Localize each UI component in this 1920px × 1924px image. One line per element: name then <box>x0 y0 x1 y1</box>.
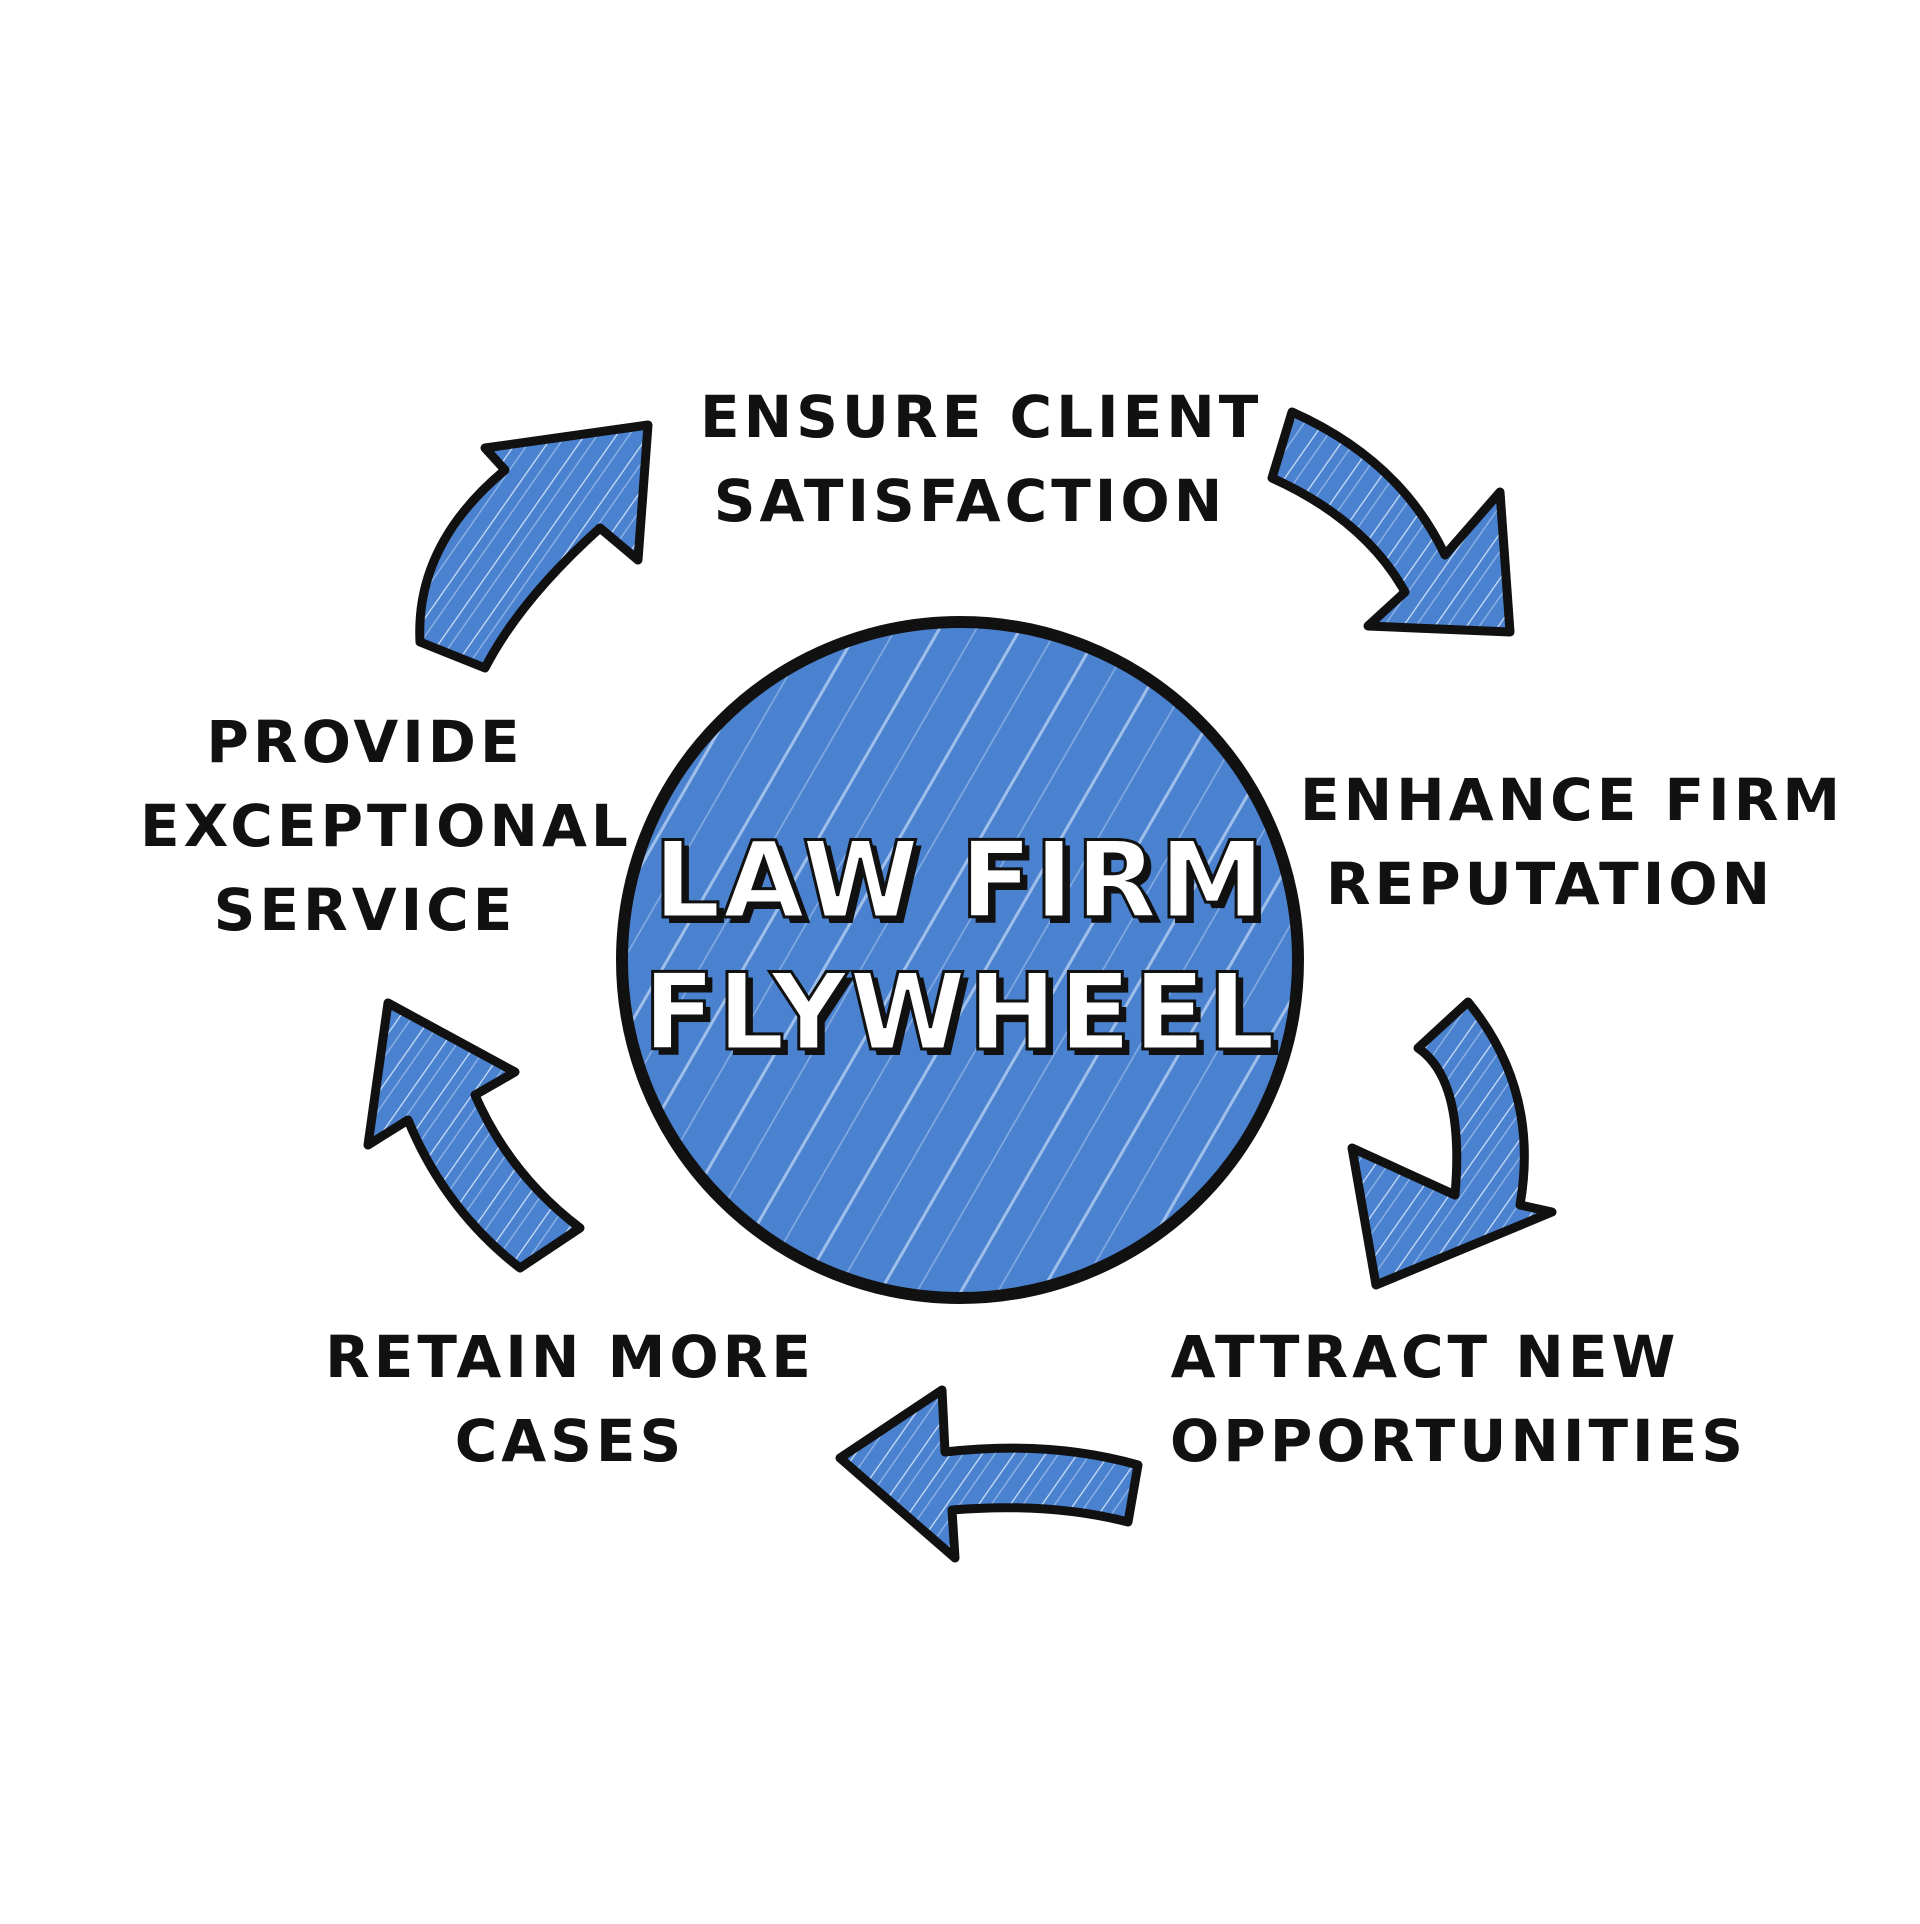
stage-label-line: exceptional <box>140 792 632 860</box>
stage-label-line: service <box>213 876 517 944</box>
stage-ensure-client-satisfaction: Ensure client satisfaction <box>700 375 1263 543</box>
stage-label-line: Attract new <box>1170 1323 1680 1391</box>
stage-attract-new-opportunities: Attract new opportunities <box>1170 1315 1748 1483</box>
arrow-enhance-to-attract <box>1347 997 1557 1290</box>
stage-label-line: Retain more <box>325 1323 815 1391</box>
arrow-retain-to-provide <box>363 998 585 1273</box>
stage-label-line: Enhance firm <box>1300 766 1845 834</box>
flywheel-title-line2: FLYWHEEL <box>641 950 1278 1076</box>
stage-label-line: Provide <box>206 708 524 776</box>
stage-label-line: Ensure client <box>700 383 1263 451</box>
arrow-ensure-to-enhance <box>1267 407 1515 637</box>
stage-label-line: cases <box>454 1407 686 1475</box>
flywheel-title: LAW FIRM FLYWHEEL <box>640 815 1280 1079</box>
stage-label-line: satisfaction <box>713 467 1227 535</box>
stage-label-line: reputation <box>1325 850 1775 918</box>
stage-enhance-firm-reputation: Enhance firm reputation <box>1300 758 1845 926</box>
stage-provide-exceptional-service: Provide exceptional service <box>140 700 632 952</box>
flywheel-disc <box>616 616 1304 1304</box>
arrow-provide-to-ensure <box>415 420 653 673</box>
flywheel-title-line1: LAW FIRM <box>652 818 1267 944</box>
stage-retain-more-cases: Retain more cases <box>290 1315 850 1483</box>
arrow-attract-to-retain <box>835 1385 1143 1563</box>
stage-label-line: opportunities <box>1170 1407 1748 1475</box>
